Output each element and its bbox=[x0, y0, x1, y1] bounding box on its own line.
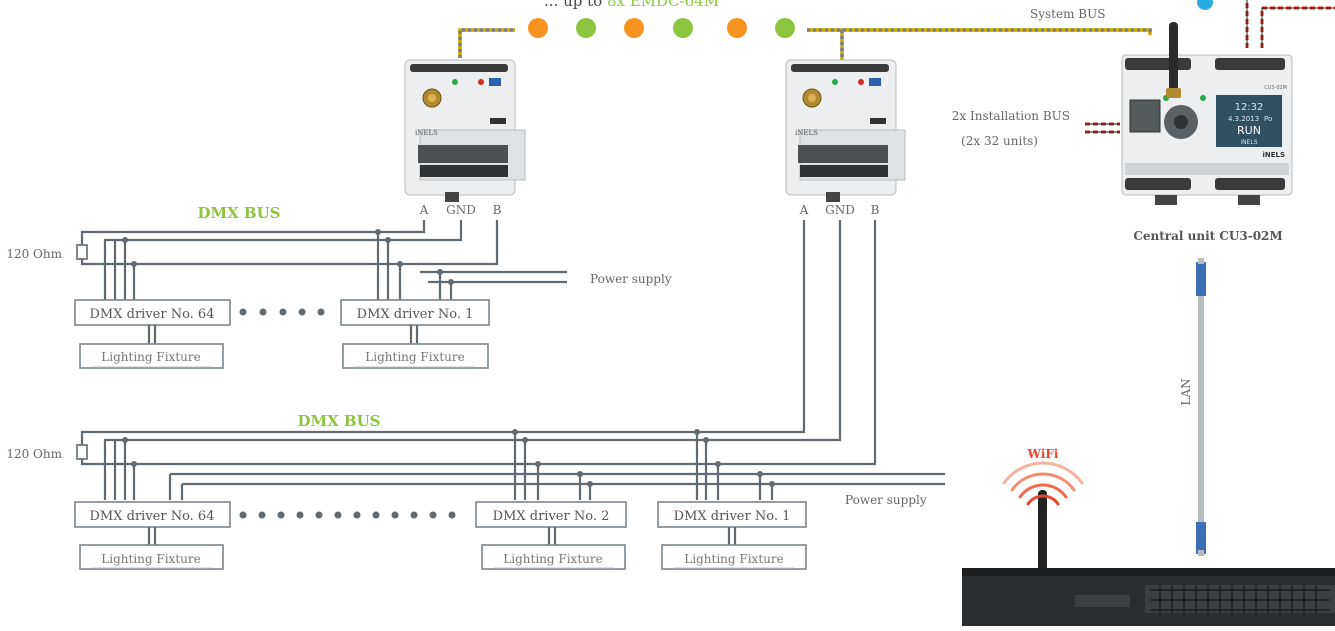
dot-green bbox=[673, 18, 693, 38]
lan-cable bbox=[1196, 258, 1206, 556]
ellipsis-dots-bottom bbox=[239, 511, 456, 519]
display-status: RUN bbox=[1237, 124, 1261, 137]
terminal-a-left: A bbox=[419, 203, 429, 217]
power-supply-label-bottom: Power supply bbox=[845, 493, 927, 507]
module-dots bbox=[528, 18, 795, 38]
lighting-fixture-label: Lighting Fixture bbox=[365, 350, 464, 364]
router-antenna-icon bbox=[1038, 490, 1047, 572]
dmx-bus-wires-bottom bbox=[80, 220, 945, 500]
cu-model-text: CU3-02M bbox=[1264, 85, 1287, 91]
antenna-icon bbox=[1169, 22, 1178, 94]
wifi-icon bbox=[1002, 461, 1084, 506]
central-unit-label: Central unit CU3-02M bbox=[1133, 229, 1282, 243]
display-time: 12:32 bbox=[1235, 102, 1264, 113]
dmx-bus-label-bottom: DMX BUS bbox=[297, 412, 380, 430]
ellipsis-dots-top bbox=[239, 308, 325, 316]
dmx-bus-wires-top bbox=[80, 220, 567, 300]
lighting-fixture-label: Lighting Fixture bbox=[503, 552, 602, 566]
terminal-b-left: B bbox=[493, 203, 502, 217]
dmx-bus-label-top: DMX BUS bbox=[197, 204, 280, 222]
system-bus-label: System BUS bbox=[1030, 7, 1105, 21]
emdc-module-left: iNELS bbox=[404, 59, 526, 202]
lan-label: LAN bbox=[1179, 378, 1193, 405]
router-device bbox=[962, 490, 1335, 626]
dmx-driver-label: DMX driver No. 1 bbox=[674, 509, 791, 524]
wifi-label: WiFi bbox=[1027, 447, 1059, 461]
dot-orange bbox=[727, 18, 747, 38]
display-day: Po bbox=[1264, 115, 1272, 123]
lighting-fixture-label: Lighting Fixture bbox=[684, 552, 783, 566]
svg-text:iNELS: iNELS bbox=[795, 129, 818, 137]
upto-label: ... up to 8x EMDC-64M bbox=[544, 0, 719, 10]
central-unit-device: 12:32 4.3.2013 Po RUN iNELS CU3-02M iNEL… bbox=[1121, 22, 1293, 205]
router-status-circles bbox=[1152, 623, 1279, 631]
power-supply-label-top: Power supply bbox=[590, 272, 672, 286]
resistor-top bbox=[76, 244, 88, 260]
wire-junctions-bottom bbox=[122, 429, 775, 487]
lighting-fixture-box bbox=[342, 343, 489, 369]
installation-bus-cable bbox=[1085, 122, 1120, 134]
resistor-label-top: 120 Ohm bbox=[6, 247, 62, 261]
dmx-driver-box bbox=[475, 501, 627, 528]
display-date: 4.3.2013 bbox=[1228, 115, 1259, 123]
wire-junctions-top bbox=[122, 229, 454, 285]
dmx-driver-box bbox=[74, 299, 231, 326]
dmx-driver-box bbox=[340, 299, 490, 326]
dmx-driver-label: DMX driver No. 1 bbox=[357, 307, 474, 322]
resistor-label-bottom: 120 Ohm bbox=[6, 447, 62, 461]
dmx-driver-label: DMX driver No. 2 bbox=[493, 509, 610, 524]
lighting-fixture-label: Lighting Fixture bbox=[101, 350, 200, 364]
installation-bus-label: 2x Installation BUS bbox=[952, 109, 1070, 123]
dmx-driver-label: DMX driver No. 64 bbox=[90, 307, 215, 322]
dot-orange bbox=[624, 18, 644, 38]
lighting-fixture-label: Lighting Fixture bbox=[101, 552, 200, 566]
dot-green bbox=[775, 18, 795, 38]
cu-brand-text: iNELS bbox=[1262, 151, 1285, 159]
lighting-fixture-box bbox=[661, 544, 807, 570]
svg-text:iNELS: iNELS bbox=[415, 129, 438, 137]
lighting-fixture-box bbox=[79, 544, 224, 570]
system-bus-cable bbox=[458, 28, 1152, 60]
resistor-bottom bbox=[76, 444, 88, 460]
dmx-driver-label: DMX driver No. 64 bbox=[90, 509, 215, 524]
dot-green bbox=[576, 18, 596, 38]
terminal-b-right: B bbox=[871, 203, 880, 217]
lighting-fixture-box bbox=[481, 544, 626, 570]
terminal-a-right: A bbox=[799, 203, 809, 217]
dmx-driver-box bbox=[74, 501, 231, 528]
red-cable-top bbox=[1245, 0, 1335, 48]
terminal-gnd-left: GND bbox=[446, 203, 476, 217]
status-dot-cyan bbox=[1197, 0, 1213, 10]
terminal-gnd-right: GND bbox=[825, 203, 855, 217]
router-ports bbox=[1150, 586, 1330, 614]
dot-orange bbox=[528, 18, 548, 38]
lighting-fixture-box bbox=[79, 343, 224, 369]
emdc-module-right: iNELS bbox=[785, 59, 906, 202]
installation-bus-sublabel: (2x 32 units) bbox=[961, 134, 1038, 148]
display-brand: iNELS bbox=[1240, 139, 1257, 146]
dmx-driver-box bbox=[657, 501, 807, 528]
